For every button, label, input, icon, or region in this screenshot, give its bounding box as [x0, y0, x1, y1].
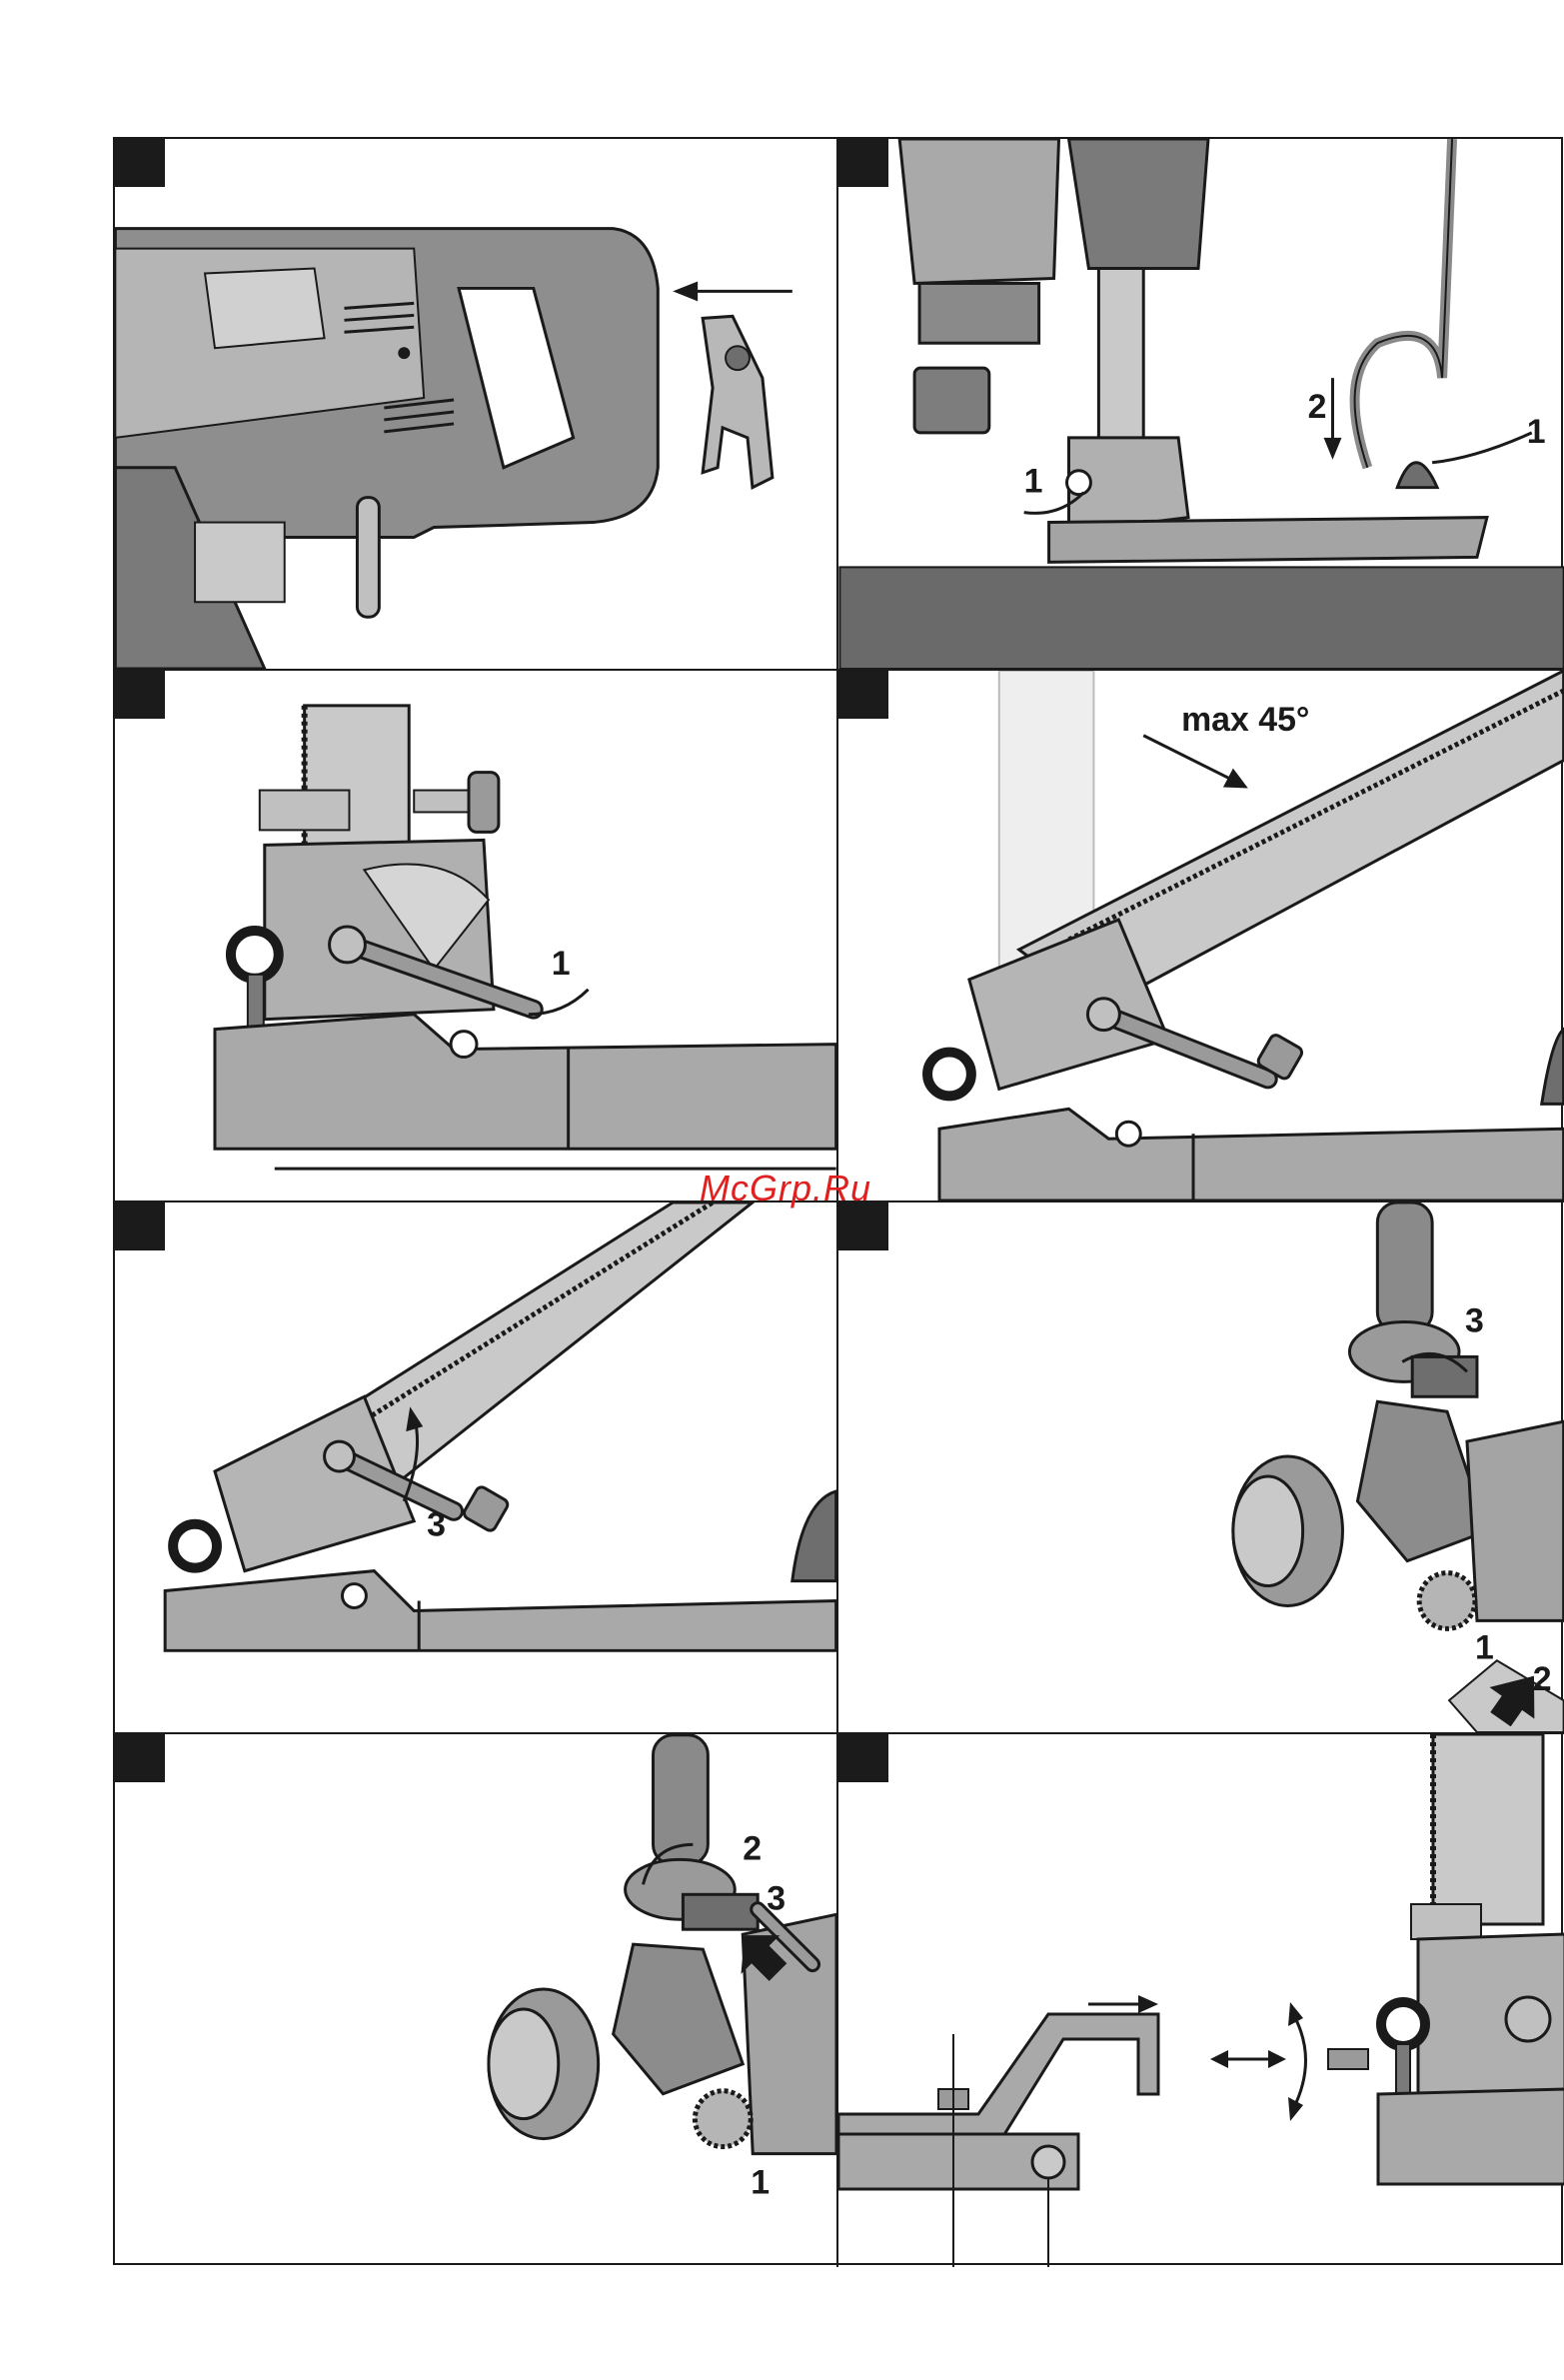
illustration-anchor-bolt	[838, 1734, 1564, 2267]
step-label-3: 3	[1465, 1302, 1484, 1340]
illustration-drill-handle	[115, 139, 836, 669]
panel-7-clamp-adapter: 2 3 1	[115, 1734, 838, 2267]
illustration-motor-mount: 3 1 2	[838, 1202, 1564, 1732]
step-label-3: 3	[427, 1506, 446, 1544]
step-label-2: 2	[743, 1829, 762, 1867]
panel-5-lock-angle: 3	[115, 1202, 838, 1734]
step-label-1: 1	[1475, 1628, 1494, 1666]
illustration-column-tilt: max 45°	[838, 671, 1564, 1200]
step-label-2: 2	[1533, 1660, 1552, 1698]
step-label-1: 1	[1024, 463, 1043, 501]
panel-8-anchor-bolt	[838, 1734, 1564, 2267]
illustration-stand-anchor: 1 2 1	[838, 139, 1564, 669]
step-label-1b: 1	[1527, 413, 1546, 451]
max-angle-label: max 45°	[1181, 701, 1309, 739]
panel-1-handle-mount	[115, 139, 838, 671]
panel-4-tilt-column: max 45°	[838, 671, 1564, 1202]
illustration-angle-lever: 1	[115, 671, 836, 1200]
step-label-1: 1	[751, 2163, 770, 2201]
step-label-1: 1	[552, 945, 571, 983]
illustration-lock-lever: 3	[115, 1202, 836, 1732]
panel-2-stand-on-floor: 1 2 1	[838, 139, 1564, 671]
step-label-2: 2	[1308, 388, 1327, 426]
watermark: McGrp.Ru	[686, 1168, 885, 1209]
panel-3-release-lever: 1	[115, 671, 838, 1202]
step-label-3: 3	[767, 1879, 785, 1917]
illustration-clamp: 2 3 1	[115, 1734, 836, 2267]
panel-6-motor-adapter: 3 1 2	[838, 1202, 1564, 1734]
